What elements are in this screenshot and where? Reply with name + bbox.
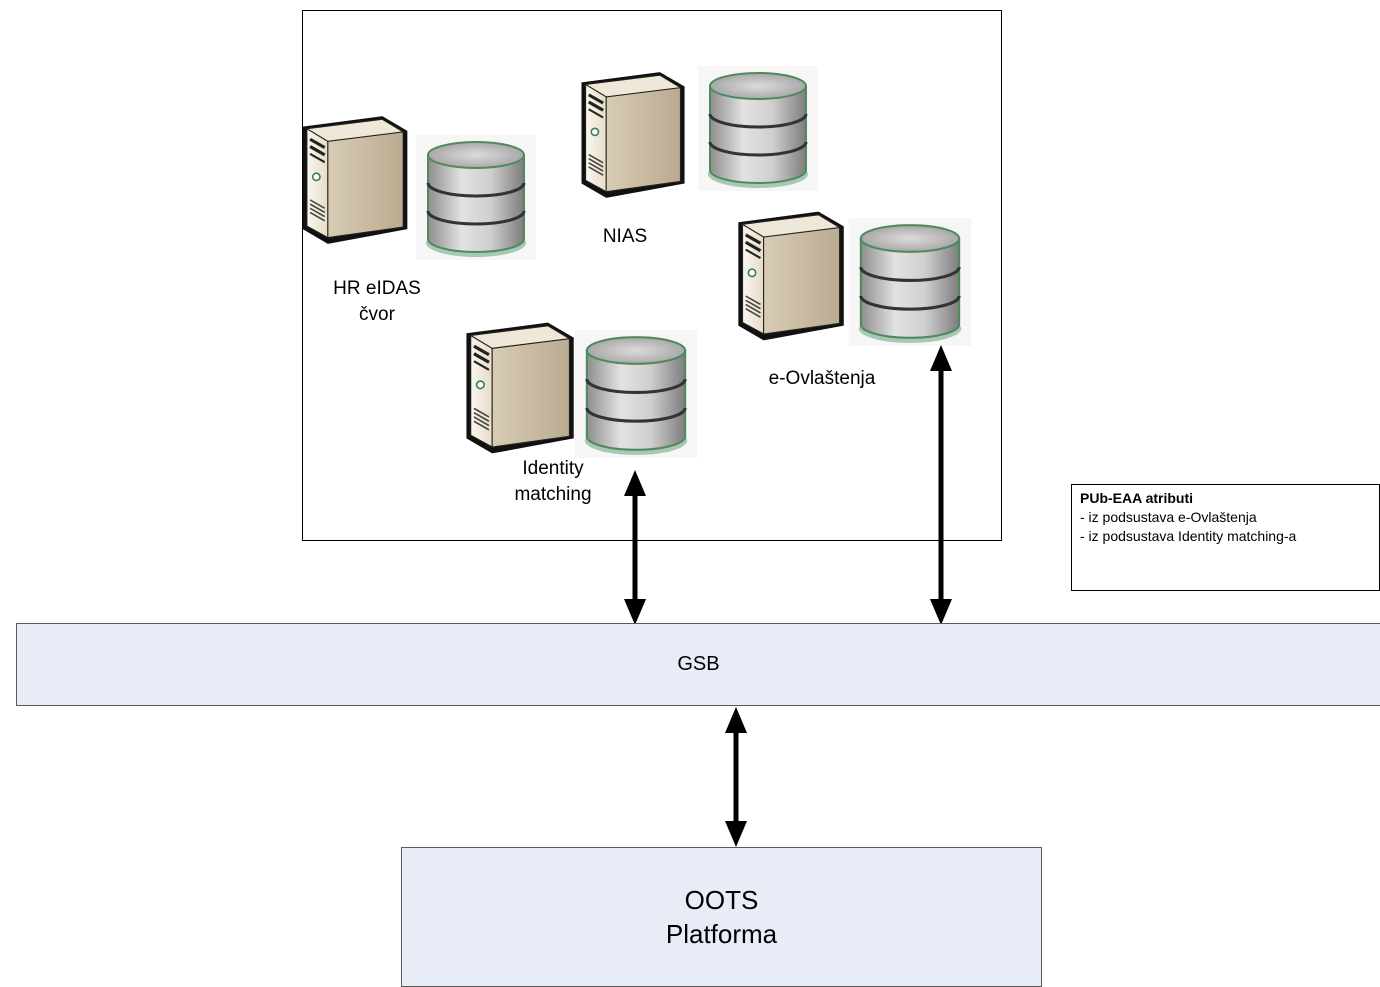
server-icon — [460, 318, 578, 458]
attributes-note: PUb-EAA atributi - iz podsustava e-Ovlaš… — [1071, 484, 1380, 591]
note-line: - iz podsustava Identity matching-a — [1080, 528, 1297, 544]
double-arrow-icon — [624, 470, 646, 625]
database-icon — [696, 66, 820, 191]
database-icon — [848, 218, 972, 346]
node-label-nias: NIAS — [602, 226, 648, 247]
node-label-hr-eidas: HR eIDAS čvor — [322, 276, 432, 328]
platform-line2: Platforma — [665, 919, 778, 949]
node-label-identity-matching-line1: Identity — [522, 458, 584, 479]
gsb-bus: GSB — [16, 623, 1380, 706]
database-icon — [574, 330, 698, 458]
platform-line1: OOTS — [684, 885, 759, 915]
note-line: - iz podsustava e-Ovlaštenja — [1080, 509, 1257, 525]
node-label-hr-eidas-line1: HR eIDAS — [333, 278, 421, 299]
server-icon — [732, 206, 848, 346]
node-label-identity-matching: Identity matching — [498, 456, 608, 508]
double-arrow-icon — [930, 345, 952, 625]
double-arrow-icon — [725, 707, 747, 847]
server-icon — [296, 112, 412, 248]
note-title: PUb-EAA atributi — [1080, 490, 1194, 506]
server-icon — [574, 68, 690, 202]
gsb-label: GSB — [677, 653, 720, 675]
node-label-e-ovlastenja: e-Ovlaštenja — [768, 368, 876, 389]
node-label-hr-eidas-line2: čvor — [359, 304, 395, 325]
node-label-identity-matching-line2: matching — [514, 484, 592, 505]
database-icon — [414, 135, 538, 260]
oots-platform: OOTS Platforma — [401, 847, 1042, 987]
